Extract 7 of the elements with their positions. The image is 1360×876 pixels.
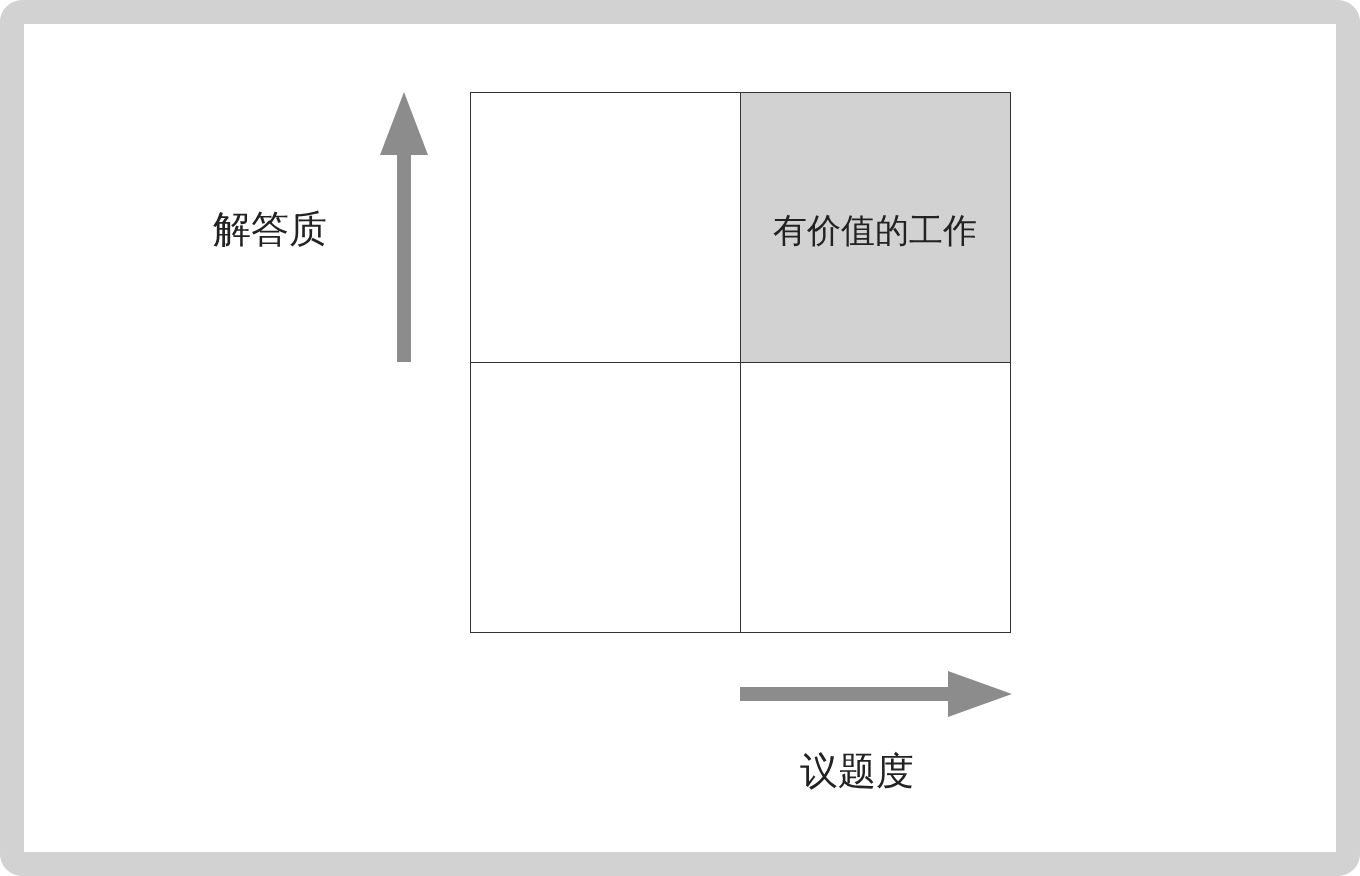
quadrant-cell [740, 92, 1011, 363]
quadrant-cell [740, 362, 1011, 633]
axis-label: 议题度 [800, 752, 914, 790]
quadrant-title: 有价值的工作 [773, 213, 977, 247]
quadrant-cell [470, 362, 741, 633]
axis-label: 解答质 [213, 210, 327, 248]
quadrant-cell [470, 92, 741, 363]
